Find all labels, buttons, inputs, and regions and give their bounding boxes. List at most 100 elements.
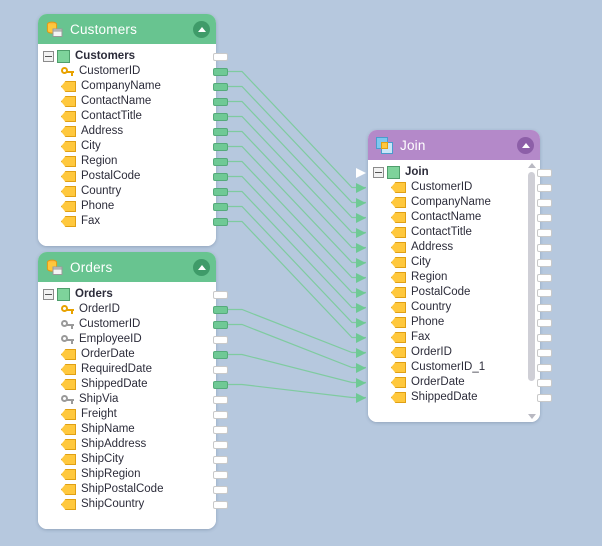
output-port[interactable]: [537, 393, 552, 402]
input-port[interactable]: [356, 242, 366, 253]
input-port[interactable]: [356, 377, 366, 388]
output-port[interactable]: [537, 348, 552, 357]
output-port[interactable]: [213, 425, 228, 434]
output-port[interactable]: [213, 187, 228, 196]
field-row[interactable]: CustomerID: [38, 64, 216, 79]
tree-root-row[interactable]: Orders: [38, 287, 216, 302]
output-port[interactable]: [213, 395, 228, 404]
output-port[interactable]: [213, 97, 228, 106]
output-port[interactable]: [213, 202, 228, 211]
field-row[interactable]: OrderID: [368, 345, 540, 360]
output-port[interactable]: [213, 380, 228, 389]
scrollbar-track[interactable]: [528, 172, 535, 410]
input-port[interactable]: [356, 272, 366, 283]
field-row[interactable]: CompanyName: [38, 79, 216, 94]
input-port[interactable]: [356, 302, 366, 313]
field-row[interactable]: ShipCity: [38, 452, 216, 467]
output-port[interactable]: [213, 410, 228, 419]
chevron-up-icon[interactable]: [193, 20, 210, 38]
output-port[interactable]: [537, 318, 552, 327]
field-row[interactable]: ShipCountry: [38, 497, 216, 512]
scroll-up-arrow-icon[interactable]: [527, 163, 536, 168]
field-row[interactable]: Fax: [38, 214, 216, 229]
field-row[interactable]: Phone: [368, 315, 540, 330]
collapse-expander-icon[interactable]: [373, 167, 384, 178]
field-row[interactable]: Region: [38, 154, 216, 169]
output-port[interactable]: [213, 52, 228, 61]
field-row[interactable]: RequiredDate: [38, 362, 216, 377]
output-port[interactable]: [537, 183, 552, 192]
output-port[interactable]: [537, 273, 552, 282]
field-row[interactable]: ShippedDate: [38, 377, 216, 392]
input-port[interactable]: [356, 317, 366, 328]
field-row[interactable]: CustomerID_1: [368, 360, 540, 375]
field-row[interactable]: ShipPostalCode: [38, 482, 216, 497]
chevron-up-icon[interactable]: [517, 136, 534, 154]
input-port[interactable]: [356, 167, 366, 178]
input-port[interactable]: [356, 257, 366, 268]
field-row[interactable]: ShipVia: [38, 392, 216, 407]
field-row[interactable]: ContactName: [368, 210, 540, 225]
output-port[interactable]: [213, 142, 228, 151]
field-row[interactable]: City: [38, 139, 216, 154]
output-port[interactable]: [213, 172, 228, 181]
chevron-up-icon[interactable]: [193, 258, 210, 276]
output-port[interactable]: [213, 440, 228, 449]
field-row[interactable]: Country: [38, 184, 216, 199]
field-row[interactable]: ShipName: [38, 422, 216, 437]
input-port[interactable]: [356, 212, 366, 223]
input-port[interactable]: [356, 332, 366, 343]
field-row[interactable]: OrderDate: [368, 375, 540, 390]
input-port[interactable]: [356, 287, 366, 298]
input-port[interactable]: [356, 182, 366, 193]
field-row[interactable]: Phone: [38, 199, 216, 214]
output-port[interactable]: [537, 303, 552, 312]
output-port[interactable]: [213, 157, 228, 166]
node-header-orders[interactable]: Orders: [38, 252, 216, 282]
output-port[interactable]: [213, 350, 228, 359]
output-port[interactable]: [213, 112, 228, 121]
output-port[interactable]: [537, 363, 552, 372]
scrollbar-thumb[interactable]: [528, 172, 535, 382]
output-port[interactable]: [537, 288, 552, 297]
input-port[interactable]: [356, 227, 366, 238]
output-port[interactable]: [213, 335, 228, 344]
scroll-down-arrow-icon[interactable]: [527, 414, 536, 419]
output-port[interactable]: [213, 217, 228, 226]
field-row[interactable]: Freight: [38, 407, 216, 422]
collapse-expander-icon[interactable]: [43, 289, 54, 300]
output-port[interactable]: [537, 198, 552, 207]
output-port[interactable]: [537, 378, 552, 387]
node-header-customers[interactable]: Customers: [38, 14, 216, 44]
field-row[interactable]: OrderDate: [38, 347, 216, 362]
output-port[interactable]: [537, 168, 552, 177]
output-port[interactable]: [537, 243, 552, 252]
output-port[interactable]: [213, 82, 228, 91]
field-row[interactable]: ShippedDate: [368, 390, 540, 405]
collapse-expander-icon[interactable]: [43, 51, 54, 62]
output-port[interactable]: [537, 213, 552, 222]
vertical-scrollbar[interactable]: [526, 163, 537, 419]
field-row[interactable]: EmployeeID: [38, 332, 216, 347]
output-port[interactable]: [213, 305, 228, 314]
output-port[interactable]: [213, 320, 228, 329]
output-port[interactable]: [537, 258, 552, 267]
input-port[interactable]: [356, 362, 366, 373]
field-row[interactable]: ContactName: [38, 94, 216, 109]
output-port[interactable]: [213, 67, 228, 76]
field-row[interactable]: ShipAddress: [38, 437, 216, 452]
field-row[interactable]: CustomerID: [368, 180, 540, 195]
output-port[interactable]: [537, 228, 552, 237]
output-port[interactable]: [537, 333, 552, 342]
node-header-join[interactable]: Join: [368, 130, 540, 160]
output-port[interactable]: [213, 470, 228, 479]
output-port[interactable]: [213, 127, 228, 136]
field-row[interactable]: ContactTitle: [368, 225, 540, 240]
tree-root-row[interactable]: Join: [368, 165, 540, 180]
field-row[interactable]: Address: [38, 124, 216, 139]
field-row[interactable]: City: [368, 255, 540, 270]
input-port[interactable]: [356, 347, 366, 358]
output-port[interactable]: [213, 290, 228, 299]
